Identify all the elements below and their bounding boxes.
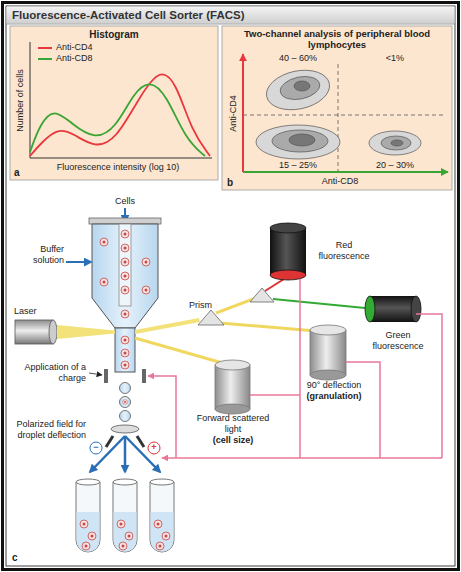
- node-label: Forward scattered light: [190, 413, 276, 435]
- node-label: 90° deflection: [298, 380, 370, 391]
- node-label: Green fluorescence: [360, 330, 436, 352]
- annotation: +: [148, 442, 160, 453]
- detector: Green fluorescence: [360, 330, 436, 354]
- chart-panel: Two-channel analysis of peripheral blood…: [222, 26, 452, 190]
- axis-title: Anti-CD4: [228, 84, 239, 144]
- legend-text: Anti-CD4: [56, 42, 93, 53]
- node-sublabel: (cell size): [190, 435, 276, 446]
- annotation: Anti-CD8: [305, 176, 375, 187]
- detector: Red fluorescence: [312, 240, 376, 264]
- histogram-curve: [30, 74, 210, 156]
- annotation: Cells: [105, 196, 145, 207]
- detector: Forward scattered light(cell size): [190, 413, 276, 448]
- detector: 90° deflection(granulation): [298, 380, 370, 404]
- annotation: c: [12, 552, 24, 563]
- legend-swatch: [38, 58, 52, 60]
- annotation: Fluorescence intensity (log 10): [20, 162, 216, 173]
- legend-swatch: [38, 47, 52, 49]
- node-sublabel: (granulation): [298, 391, 370, 402]
- annotation: −: [90, 442, 102, 453]
- annotation: 40 – 60%: [266, 53, 330, 64]
- node-label: Two-channel analysis of peripheral blood…: [242, 28, 432, 50]
- annotation: Buffer solution: [8, 244, 64, 266]
- node-label: Red fluorescence: [312, 240, 376, 262]
- annotation: Application of a charge: [6, 362, 86, 384]
- axis-title: Number of cells: [15, 56, 26, 146]
- annotation: a: [14, 167, 26, 178]
- annotation: 20 – 30%: [363, 160, 427, 171]
- annotation: Prism: [172, 300, 212, 311]
- histogram-curve: [30, 84, 205, 156]
- annotation: Polarized field for droplet deflection: [6, 419, 86, 441]
- annotation: b: [227, 177, 239, 188]
- legend-text: Anti-CD8: [56, 53, 93, 64]
- node-label: Histogram: [10, 29, 218, 40]
- figure-title: Fluorescence-Activated Cell Sorter (FACS…: [12, 8, 245, 22]
- annotation: Laser: [14, 306, 54, 317]
- chart-panel: Histogram: [10, 26, 218, 180]
- annotation: 15 – 25%: [266, 160, 330, 171]
- annotation: <1%: [370, 53, 420, 64]
